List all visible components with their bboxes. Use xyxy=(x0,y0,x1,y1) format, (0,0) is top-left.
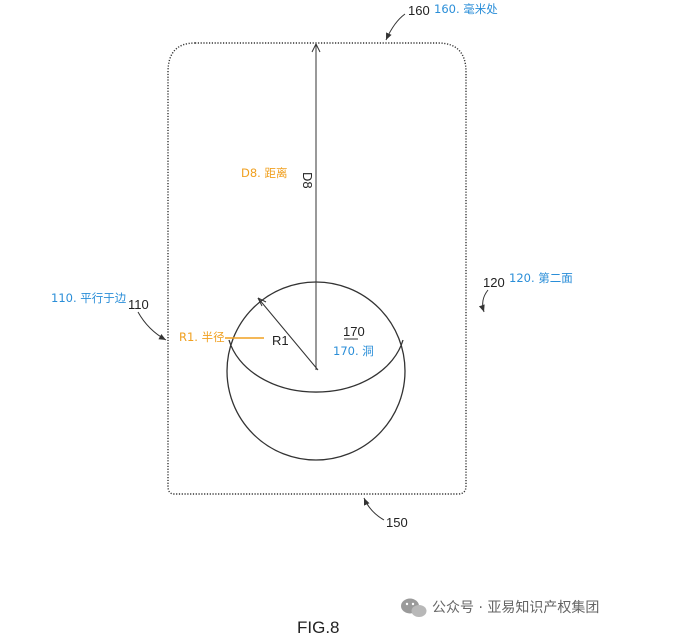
leader-120 xyxy=(478,289,489,313)
leader-110 xyxy=(137,311,167,341)
device-outline xyxy=(167,42,467,495)
hole-inner-arc xyxy=(228,339,404,393)
watermark-text: 公众号 · 亚易知识产权集团 xyxy=(432,599,599,616)
annotation-d8: D8. 距离 xyxy=(241,166,287,180)
leader-150 xyxy=(363,497,385,521)
annotation-160: 160. 毫米处 xyxy=(434,2,498,16)
distance-arrow-top xyxy=(311,42,321,53)
annotation-110: 110. 平行于边 xyxy=(51,291,127,305)
radius-arrow xyxy=(257,297,267,307)
ref-160: 160 xyxy=(408,3,430,18)
ref-150: 150 xyxy=(386,515,408,530)
annotation-120: 120. 第二面 xyxy=(509,271,573,285)
wechat-icon xyxy=(401,598,427,617)
ref-r1: R1 xyxy=(272,333,289,348)
ref-110: 110 xyxy=(128,297,149,312)
ref-d8: D8 xyxy=(300,172,315,189)
ref-170: 170 xyxy=(343,324,365,339)
annotation-170: 170. 洞 xyxy=(333,344,374,358)
ref-120: 120 xyxy=(483,275,505,290)
radius-line-r1 xyxy=(257,297,319,371)
leader-160 xyxy=(385,13,406,41)
annotation-r1: R1. 半径 xyxy=(179,330,225,344)
figure-label: FIG.8 xyxy=(297,618,340,637)
